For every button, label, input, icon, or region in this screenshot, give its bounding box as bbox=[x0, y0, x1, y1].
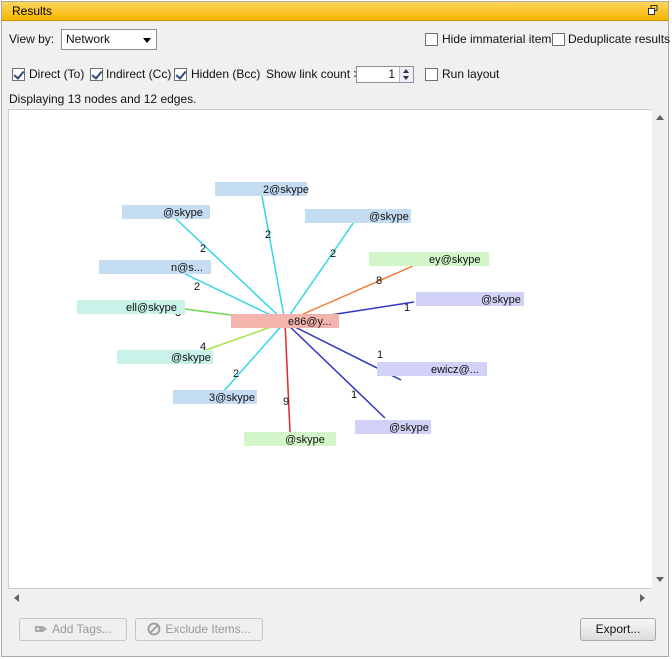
arrow-down-icon[interactable] bbox=[403, 76, 409, 80]
view-by-select[interactable]: Network bbox=[61, 29, 157, 50]
add-tags-button[interactable]: Add Tags... bbox=[19, 618, 127, 641]
exclude-items-button[interactable]: Exclude Items... bbox=[135, 618, 263, 641]
graph-node[interactable]: n@s... bbox=[99, 260, 211, 274]
node-label: n@s... bbox=[171, 262, 203, 274]
horizontal-scrollbar[interactable] bbox=[8, 590, 652, 606]
show-link-count-label: Show link count > bbox=[266, 67, 361, 81]
view-by-label: View by: bbox=[9, 32, 55, 46]
node-label: @skype bbox=[285, 434, 325, 446]
node-label: @skype bbox=[389, 422, 429, 434]
edge-4 bbox=[176, 269, 286, 323]
graph-node[interactable]: @skype bbox=[117, 350, 213, 364]
export-label: Export... bbox=[595, 622, 641, 636]
hidden-label: Hidden (Bcc) bbox=[191, 67, 261, 81]
graph-node[interactable]: ey@skype bbox=[369, 252, 489, 266]
indirect-label: Indirect (Cc) bbox=[106, 67, 172, 81]
edge-label-9: 1 bbox=[377, 349, 383, 361]
edge-10 bbox=[222, 321, 286, 393]
deduplicate-checkbox[interactable] bbox=[552, 33, 565, 46]
graph-node-center[interactable]: e86@y... bbox=[231, 314, 339, 328]
exclude-items-label: Exclude Items... bbox=[165, 622, 251, 636]
run-layout-checkbox[interactable] bbox=[425, 68, 438, 81]
graph-node[interactable]: ewicz@... bbox=[377, 362, 487, 376]
graph-node[interactable]: 2@skype bbox=[215, 182, 309, 196]
edge-label-2: 2 bbox=[200, 243, 206, 255]
edge-label-10: 2 bbox=[233, 368, 239, 380]
node-label-center: e86@y... bbox=[288, 316, 331, 328]
run-layout-label: Run layout bbox=[442, 67, 500, 81]
graph-node[interactable]: @skype bbox=[416, 292, 524, 306]
prohibited-icon bbox=[147, 622, 161, 636]
tag-icon bbox=[35, 626, 48, 632]
hide-immaterial-checkbox[interactable] bbox=[425, 33, 438, 46]
edge-5 bbox=[284, 265, 414, 323]
edge-3 bbox=[284, 221, 355, 323]
node-label: @skype bbox=[369, 211, 409, 223]
scroll-up-icon[interactable] bbox=[656, 115, 664, 120]
edge-2 bbox=[172, 215, 286, 323]
arrow-up-icon[interactable] bbox=[403, 69, 409, 73]
deduplicate-label: Deduplicate results bbox=[568, 32, 671, 46]
node-label: ey@skype bbox=[429, 254, 481, 266]
graph-canvas[interactable]: 2 2 2 2 8 1 3 4 1 2 1 9 e86@y... bbox=[8, 109, 660, 589]
direct-checkbox[interactable] bbox=[12, 68, 25, 81]
node-label: @skype bbox=[481, 294, 521, 306]
panel-titlebar: Results bbox=[2, 2, 668, 21]
graph-node[interactable]: ell@skype bbox=[77, 300, 185, 314]
edge-12 bbox=[284, 321, 291, 433]
edge-label-8: 4 bbox=[200, 341, 206, 353]
edge-11 bbox=[284, 321, 386, 419]
edge-label-5: 8 bbox=[376, 275, 382, 287]
edge-label-6: 1 bbox=[404, 302, 410, 314]
edge-label-3: 2 bbox=[330, 248, 336, 260]
graph-node[interactable]: @skype bbox=[305, 209, 411, 223]
stepper-buttons[interactable] bbox=[399, 67, 413, 82]
graph-nodes[interactable]: e86@y... 2@skype @skype @skype n@s... bbox=[77, 182, 524, 446]
hidden-checkbox[interactable] bbox=[174, 68, 187, 81]
restore-icon[interactable] bbox=[648, 5, 658, 15]
edge-label-11: 1 bbox=[351, 389, 357, 401]
node-label: @skype bbox=[163, 207, 203, 219]
node-label: @skype bbox=[171, 352, 211, 364]
vertical-scrollbar[interactable] bbox=[652, 109, 668, 589]
scroll-down-icon[interactable] bbox=[656, 577, 664, 582]
panel-title: Results bbox=[12, 4, 53, 18]
direct-label: Direct (To) bbox=[29, 67, 85, 81]
scroll-left-icon[interactable] bbox=[14, 594, 19, 602]
link-count-stepper[interactable]: 1 bbox=[356, 66, 414, 83]
edge-label-12: 9 bbox=[283, 396, 289, 408]
graph-node[interactable]: @skype bbox=[244, 432, 336, 446]
scroll-right-icon[interactable] bbox=[640, 594, 645, 602]
node-label: 3@skype bbox=[209, 392, 255, 404]
link-count-value: 1 bbox=[388, 67, 395, 81]
indirect-checkbox[interactable] bbox=[90, 68, 103, 81]
edge-label-4: 2 bbox=[194, 281, 200, 293]
graph-node[interactable]: @skype bbox=[355, 420, 431, 434]
node-label: 2@skype bbox=[263, 184, 309, 196]
graph-node[interactable]: 3@skype bbox=[173, 390, 257, 404]
edge-label-1: 2 bbox=[265, 229, 271, 241]
add-tags-label: Add Tags... bbox=[52, 622, 112, 636]
export-button[interactable]: Export... bbox=[580, 618, 656, 641]
node-label: ewicz@... bbox=[431, 364, 479, 376]
edge-1 bbox=[261, 195, 286, 323]
node-label: ell@skype bbox=[126, 302, 177, 314]
hide-immaterial-label: Hide immaterial items bbox=[442, 32, 558, 46]
chevron-down-icon bbox=[143, 38, 151, 43]
graph-node[interactable]: @skype bbox=[122, 205, 210, 219]
network-graph[interactable]: 2 2 2 2 8 1 3 4 1 2 1 9 e86@y... bbox=[9, 110, 653, 588]
status-text: Displaying 13 nodes and 12 edges. bbox=[9, 92, 197, 106]
view-by-value: Network bbox=[66, 32, 111, 46]
